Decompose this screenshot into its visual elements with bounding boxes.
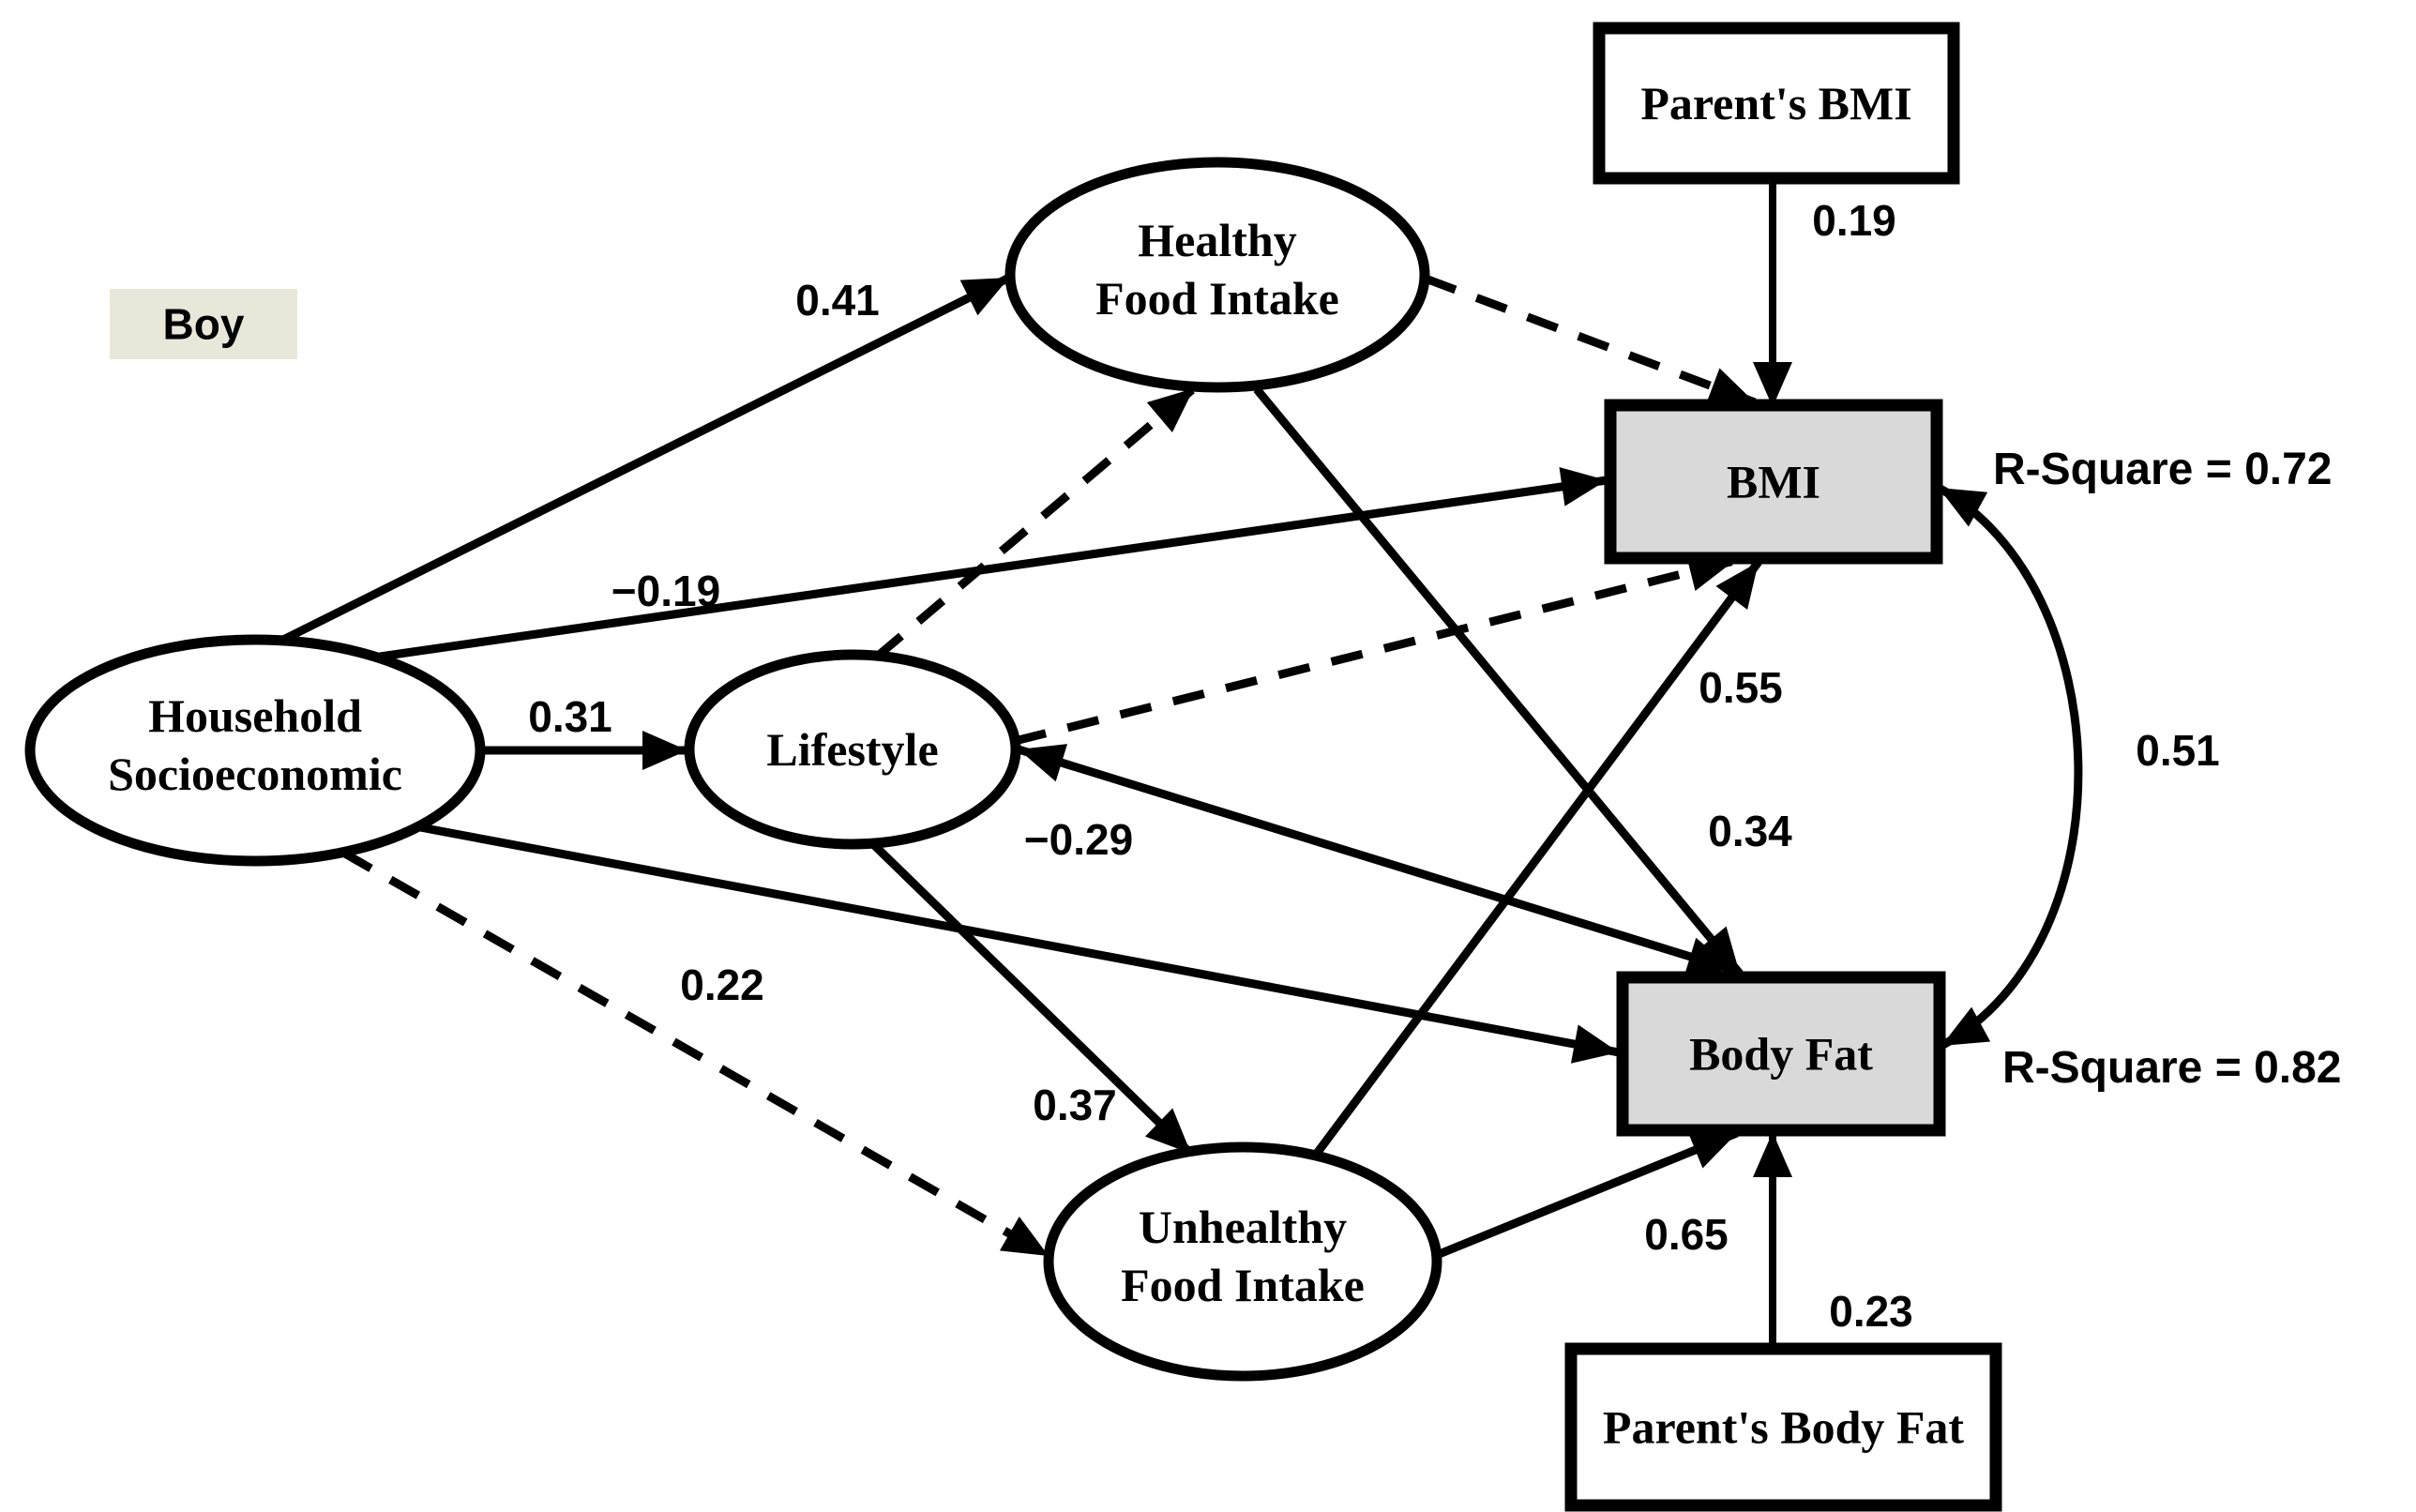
edge-lifestyle-body-fat-arrowhead [1019, 744, 1068, 782]
coefficient-label-bmi-body-fat-covariance: 0.51 [2136, 726, 2220, 775]
edge-lifestyle-to-healthy-food-arrowhead [1146, 388, 1194, 433]
node-unhealthy-food-intake [1043, 1142, 1442, 1382]
node-parents-bmi [1593, 22, 1960, 185]
node-healthy-food-intake [1004, 157, 1430, 393]
edge-lifestyle-body-fat [1017, 745, 1735, 975]
coefficient-label-parents-body-fat-to-body-fat: 0.23 [1829, 1287, 1913, 1336]
coefficient-label-unhealthy-food-to-body-fat: 0.65 [1644, 1210, 1729, 1259]
panel-label: Boy [163, 300, 245, 349]
node-household-socioeconomic [24, 634, 486, 867]
edge-bmi-body-fat-covariance-arrowhead [1941, 1006, 1991, 1046]
edge-ses-to-bmi [379, 476, 1608, 661]
node-label-parents-body-fat: Parent's Body Fat [1603, 1401, 1965, 1454]
coefficient-label-lifestyle-to-unhealthy-food: 0.37 [1033, 1081, 1117, 1129]
coefficient-label-ses-to-body-fat: 0.22 [680, 960, 764, 1009]
node-lifestyle [684, 649, 1021, 850]
edge-ses-to-lifestyle-arrowhead [642, 731, 687, 770]
coefficient-label-lifestyle-body-fat: −0.29 [1024, 815, 1133, 864]
edge-healthy-food-to-body-fat-arrowhead [1696, 926, 1740, 974]
edge-ses-to-unhealthy-food [340, 849, 1051, 1260]
edge-unhealthy-food-to-bmi-arrowhead [1715, 562, 1759, 611]
node-label-parents-bmi: Parent's BMI [1640, 77, 1911, 129]
edge-ses-to-bmi-arrowhead [1559, 467, 1607, 507]
node-label-lifestyle: Lifestyle [766, 723, 938, 776]
coefficient-label-parents-bmi-to-bmi: 0.19 [1812, 196, 1896, 245]
edge-unhealthy-food-to-body-fat [1435, 1128, 1739, 1260]
edge-ses-to-healthy-food [279, 273, 1012, 645]
r-square-body-fat: R-Square = 0.82 [2002, 1043, 2342, 1093]
edge-lifestyle-to-bmi-arrowhead [1685, 552, 1734, 592]
edge-bmi-body-fat-covariance-arrowhead [1939, 488, 1988, 527]
edge-unhealthy-food-to-bmi [1309, 559, 1762, 1161]
edge-lifestyle-to-unhealthy-food-arrowhead [1144, 1108, 1191, 1154]
edge-lifestyle-body-fat-arrowhead [1684, 937, 1733, 975]
edge-ses-to-unhealthy-food-arrowhead [999, 1216, 1049, 1256]
edge-parents-bmi-to-bmi-arrowhead [1753, 362, 1792, 407]
node-parents-body-fat [1564, 1342, 2002, 1512]
r-square-bmi: R-Square = 0.72 [1993, 445, 2333, 494]
edge-lifestyle-to-healthy-food [874, 385, 1197, 660]
coefficient-label-ses-to-bmi: −0.19 [612, 567, 720, 615]
node-body-fat [1616, 971, 1946, 1137]
coefficient-label-healthy-food-to-body-fat: 0.34 [1708, 807, 1792, 855]
edge-ses-to-body-fat-arrowhead [1570, 1024, 1619, 1064]
edge-ses-to-healthy-food-arrowhead [959, 278, 1009, 316]
edge-lifestyle-to-bmi [1013, 556, 1736, 746]
edge-healthy-food-to-bmi [1424, 274, 1757, 407]
edge-lifestyle-to-unhealthy-food [868, 839, 1195, 1157]
panel-tag [110, 289, 297, 359]
edge-ses-to-body-fat [419, 823, 1620, 1057]
coefficient-label-ses-to-lifestyle: 0.31 [528, 692, 612, 741]
edge-bmi-body-fat-covariance [1936, 484, 2083, 1050]
coefficient-label-unhealthy-food-to-bmi: 0.55 [1699, 663, 1783, 712]
edge-healthy-food-to-bmi-arrowhead [1705, 368, 1755, 405]
edge-healthy-food-to-body-fat [1253, 386, 1744, 976]
node-label-bmi: BMI [1727, 456, 1820, 508]
edge-parents-body-fat-to-body-fat-arrowhead [1753, 1132, 1792, 1177]
node-label-body-fat: Body Fat [1689, 1028, 1873, 1081]
edge-unhealthy-food-to-body-fat-arrowhead [1687, 1131, 1737, 1169]
coefficient-label-ses-to-healthy-food: 0.41 [795, 276, 880, 325]
